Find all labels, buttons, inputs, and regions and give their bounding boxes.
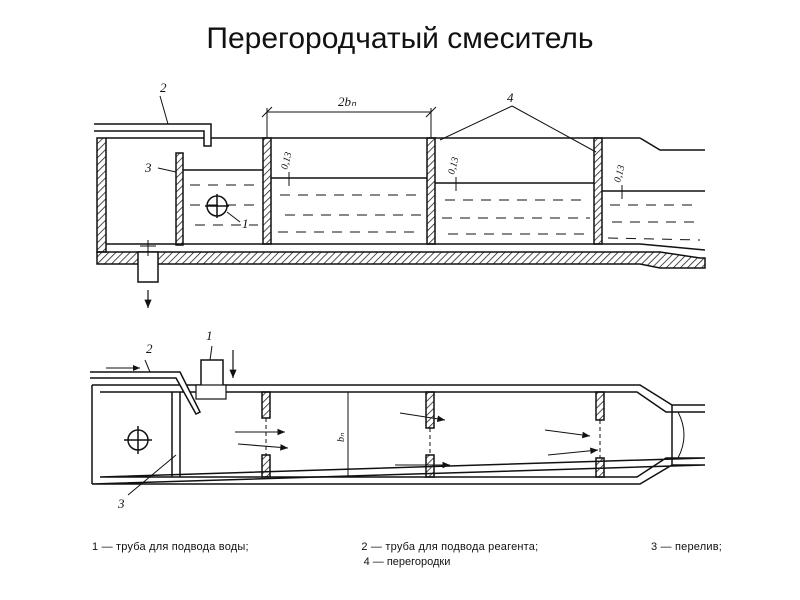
left-wall: [96, 137, 107, 253]
label-level-1: 0,13: [279, 151, 294, 171]
legend-row-1: 1 — труба для подвода воды; 2 — труба дл…: [92, 540, 722, 555]
label-1-plan: 1: [206, 328, 213, 343]
partition-3: [593, 137, 603, 245]
plan-partition-1a: [261, 391, 271, 419]
reagent-pipe: [94, 123, 212, 147]
plan-partition-3b: [595, 457, 605, 478]
plan-partition-1b: [261, 454, 271, 478]
label-3-plan: 3: [117, 496, 125, 511]
water-fill: [190, 184, 701, 241]
plan-partition-2a: [425, 391, 435, 429]
plan-water-pipe: [200, 359, 224, 388]
legend-row-2: 4 — перегородки: [92, 555, 722, 570]
section-view: [94, 95, 706, 308]
legend: 1 — труба для подвода воды; 2 — труба дл…: [92, 540, 722, 570]
plan-partition-3a: [595, 391, 605, 421]
legend-item-2: 2 — труба для подвода реагента;: [361, 541, 539, 553]
bottom-slab: [96, 251, 706, 269]
overflow-wall: [175, 152, 184, 246]
label-2-section: 2: [160, 80, 167, 95]
label-dim-2b: 2bₙ: [338, 94, 357, 109]
legend-item-4: 4 — перегородки: [363, 556, 451, 568]
partition-1: [262, 137, 272, 245]
plan-outer: [91, 384, 706, 485]
label-level-3: 0,13: [612, 164, 627, 184]
flow-arrows: [235, 412, 599, 469]
plan-view: [90, 345, 706, 496]
partition-2: [426, 137, 436, 245]
label-level-2: 0,13: [446, 156, 461, 176]
label-4: 4: [507, 90, 514, 105]
legend-item-3: 3 — перелив;: [650, 541, 722, 553]
page-title: Перегородчатый смеситель: [206, 22, 594, 55]
plan-reagent-pipe: [90, 371, 202, 415]
plan-partition-2b: [425, 454, 435, 478]
plan-inner: [99, 391, 706, 478]
label-width-b: bₙ: [336, 432, 347, 442]
label-3-section: 3: [144, 160, 152, 175]
drain-pipe: [137, 251, 159, 283]
label-1-section: 1: [242, 216, 249, 231]
legend-item-1: 1 — труба для подвода воды;: [92, 541, 249, 553]
label-2-plan: 2: [146, 341, 153, 356]
